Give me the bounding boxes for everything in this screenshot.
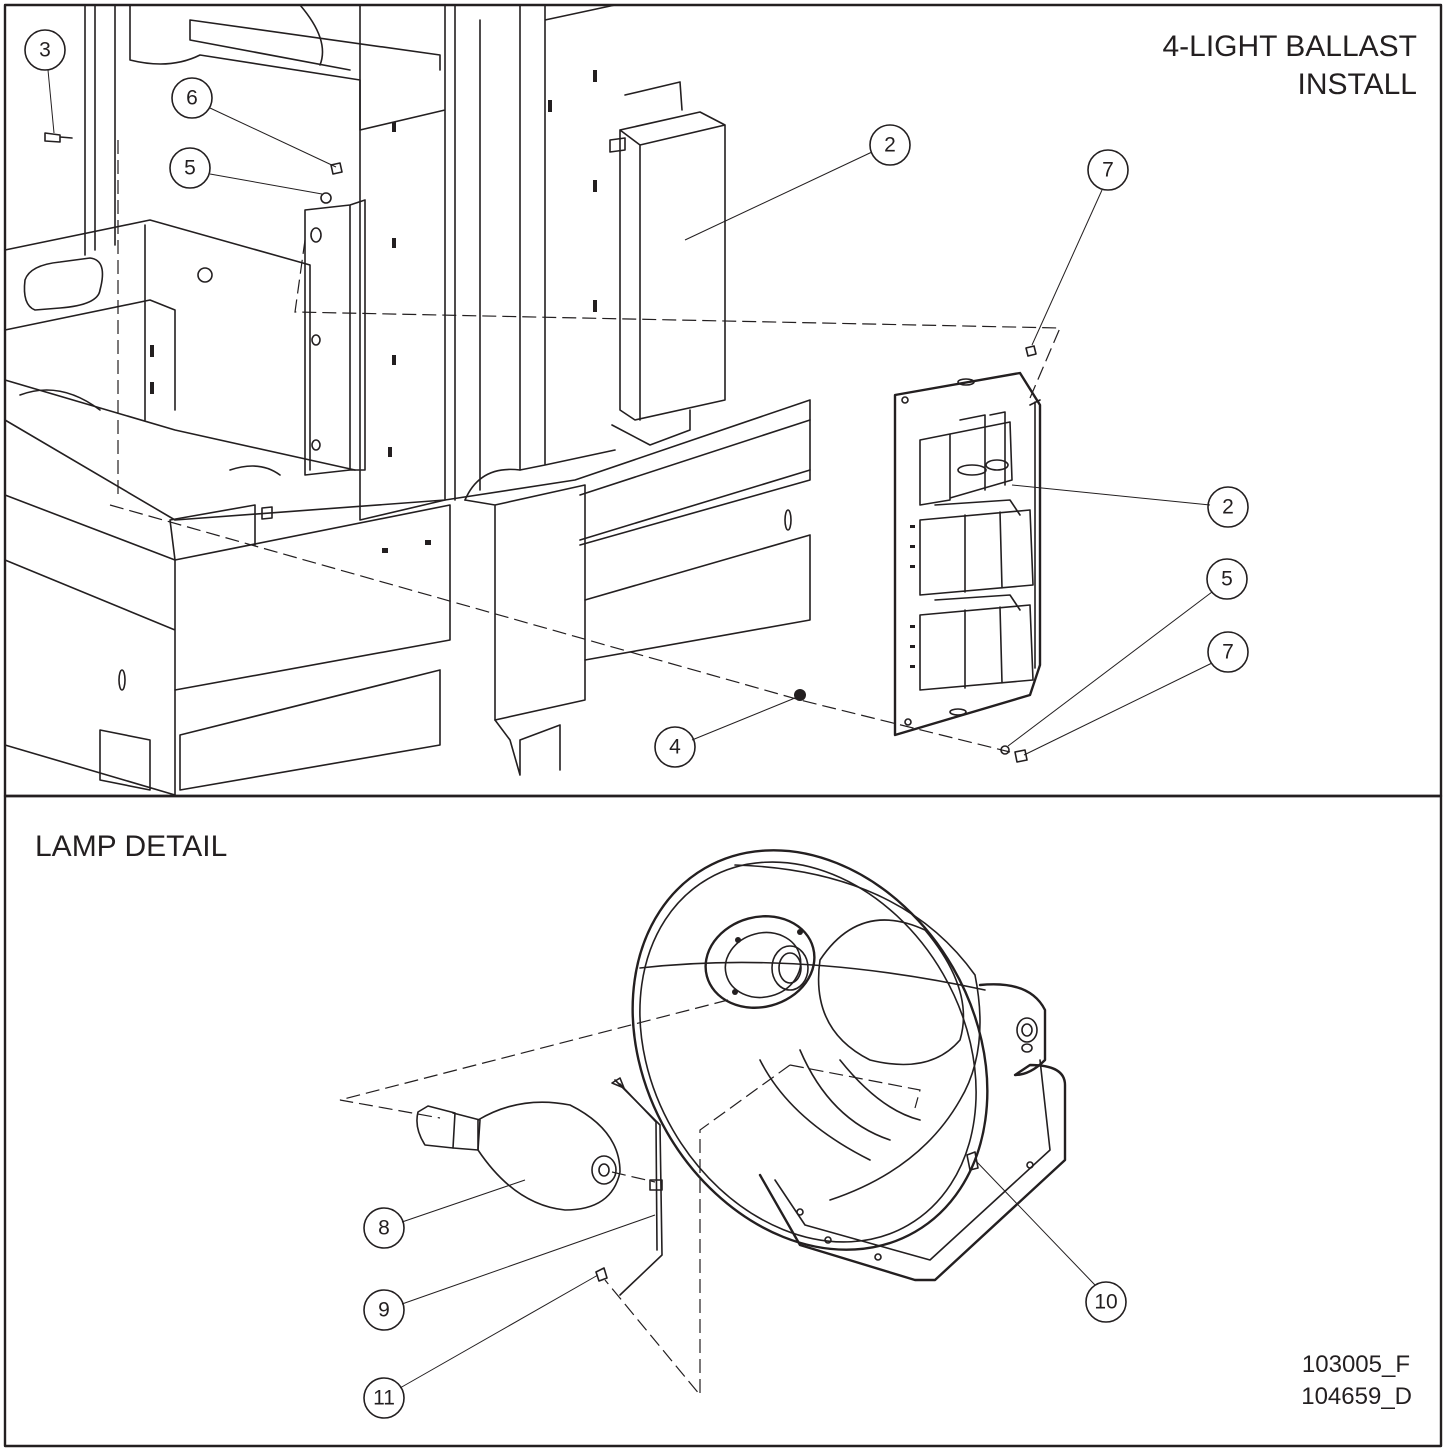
grommet-item-4 [794, 689, 806, 701]
screw-item-11 [595, 1267, 608, 1282]
svg-text:8: 8 [378, 1217, 390, 1240]
callout-7-ballast: 7 [1023, 631, 1249, 756]
washer-item-5 [1000, 745, 1010, 755]
callout-4: 4 [654, 697, 796, 768]
svg-text:5: 5 [1221, 568, 1233, 591]
nut-item-6 [330, 162, 343, 175]
svg-text:5: 5 [184, 157, 196, 180]
washer-item-5-top [320, 192, 332, 204]
reflector-lamp-housing [631, 849, 1067, 1282]
callout-7-top: 7 [1031, 149, 1129, 346]
svg-text:9: 9 [378, 1299, 390, 1322]
svg-text:7: 7 [1222, 641, 1234, 664]
top-panel-title-line2: INSTALL [1298, 68, 1418, 101]
svg-text:6: 6 [186, 87, 198, 110]
nut-item-7-top [1025, 345, 1037, 357]
callout-8: 8 [363, 1179, 526, 1249]
callout-9: 9 [363, 1214, 656, 1331]
screw-item-3 [44, 132, 73, 143]
top-hardware [44, 132, 1037, 763]
svg-text:11: 11 [373, 1387, 395, 1410]
svg-text:2: 2 [884, 134, 896, 157]
drawing-number-1: 103005_F [1302, 1351, 1410, 1378]
svg-text:3: 3 [39, 39, 51, 62]
callout-5-ballast: 5 [1007, 558, 1248, 747]
callout-2-ballast: 2 [1011, 484, 1249, 528]
top-panel-title-line1: 4-LIGHT BALLAST [1162, 30, 1417, 63]
svg-text:10: 10 [1094, 1291, 1117, 1314]
screw-item-4 [261, 506, 273, 520]
callout-3: 3 [24, 29, 66, 134]
svg-text:2: 2 [1222, 496, 1234, 519]
callout-5-top: 5 [169, 147, 323, 195]
bottom-panel-title: LAMP DETAIL [35, 830, 227, 863]
cabinet-assembly [4, 4, 811, 796]
callout-10: 10 [974, 1159, 1127, 1323]
drawing-number-2: 104659_D [1301, 1383, 1412, 1410]
svg-text:4: 4 [669, 736, 681, 759]
lamp-bulb [416, 1101, 621, 1211]
lamp-clip [611, 1077, 663, 1296]
callout-2-top: 2 [684, 124, 911, 241]
ballast-plate-assembly [893, 371, 1042, 737]
bottom-panel-frame [3, 794, 1443, 1448]
bottom-dashed-guides [339, 999, 921, 1397]
svg-text:7: 7 [1102, 159, 1114, 182]
nut-item-7 [1014, 749, 1028, 763]
callout-6: 6 [171, 77, 337, 168]
callout-11: 11 [363, 1274, 599, 1419]
top-dashed-guides [109, 140, 1061, 753]
